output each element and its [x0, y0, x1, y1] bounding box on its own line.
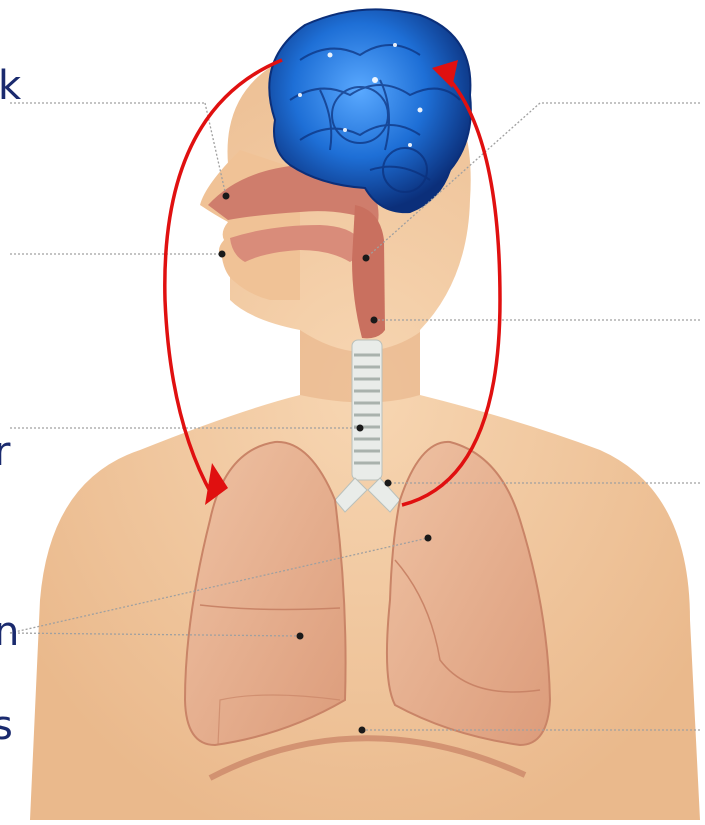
edge-glyph-4: s: [0, 706, 13, 746]
edge-glyph-1: k: [0, 66, 21, 106]
edge-glyph-3: n: [0, 612, 19, 652]
edge-glyph-2: r: [0, 432, 10, 472]
